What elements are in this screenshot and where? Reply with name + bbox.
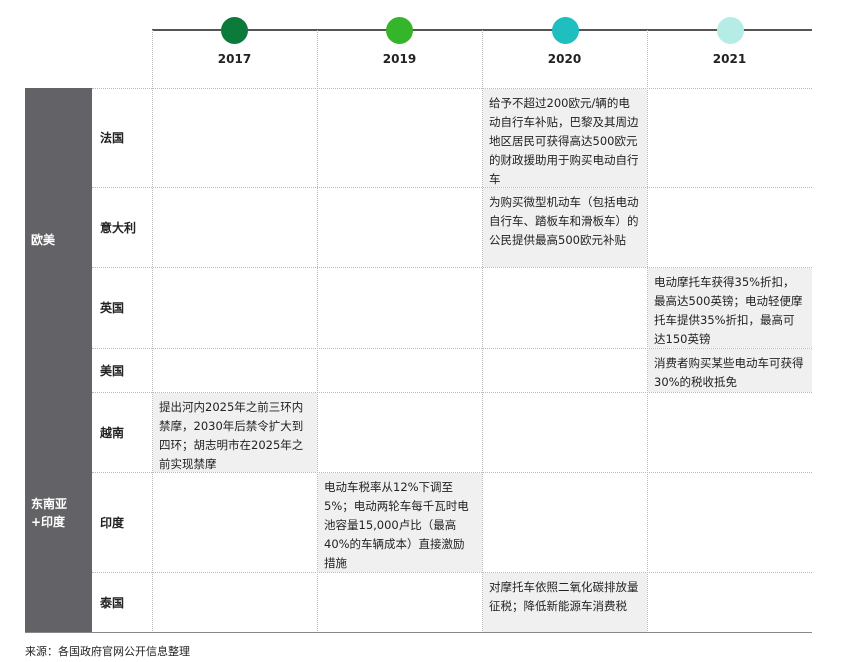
timeline-dot-2021	[717, 17, 744, 44]
divider	[92, 187, 812, 188]
divider	[92, 472, 812, 473]
country-thailand: 泰国	[100, 596, 125, 610]
policy-us-2021: 消费者购买某些电动车可获得30%的税收抵免	[648, 349, 812, 392]
country-uk: 英国	[100, 301, 125, 315]
country-italy: 意大利	[100, 220, 137, 235]
source-note: 来源：各国政府官网公开信息整理	[25, 645, 190, 658]
year-label: 2017	[217, 52, 252, 66]
year-label: 2019	[382, 52, 417, 66]
divider	[92, 267, 812, 268]
group-sea-india-label: 东南亚+印度	[31, 496, 68, 529]
policy-vietnam-2017: 提出河内2025年之前三环内禁摩，2030年后禁令扩大到四环；胡志明市在2025…	[153, 393, 317, 472]
policy-uk-2021: 电动摩托车获得35%折扣，最高达500英镑；电动轻便摩托车提供35%折扣，最高可…	[648, 268, 812, 348]
country-us: 美国	[100, 363, 125, 378]
policy-thailand-2020: 对摩托车依照二氧化碳排放量征税；降低新能源车消费税	[483, 573, 647, 632]
country-vietnam: 越南	[100, 425, 125, 440]
timeline-dot-2019	[386, 17, 413, 44]
group-sea-india: 东南亚+印度	[25, 392, 92, 633]
divider	[317, 30, 318, 633]
policy-italy-2020: 为购买微型机动车（包括电动自行车、踏板车和滑板车）的公民提供最高500欧元补贴	[483, 188, 647, 267]
bottom-border	[25, 632, 812, 633]
divider	[152, 30, 153, 633]
policy-india-2019: 电动车税率从12%下调至5%；电动两轮车每千瓦时电池容量15,000卢比（最高4…	[318, 473, 482, 572]
timeline-dot-2017	[221, 17, 248, 44]
country-india: 印度	[100, 515, 125, 530]
divider	[92, 392, 812, 393]
divider	[647, 30, 648, 633]
year-label: 2020	[547, 52, 582, 66]
divider	[92, 572, 812, 573]
timeline-dot-2020	[552, 17, 579, 44]
divider	[92, 348, 812, 349]
policy-france-2020: 给予不超过200欧元/辆的电动自行车补贴，巴黎及其周边地区居民可获得高达500欧…	[483, 89, 647, 187]
divider	[92, 88, 812, 89]
year-label: 2021	[712, 52, 747, 66]
divider	[482, 30, 483, 633]
group-west: 欧美	[25, 88, 92, 392]
country-france: 法国	[100, 131, 125, 145]
